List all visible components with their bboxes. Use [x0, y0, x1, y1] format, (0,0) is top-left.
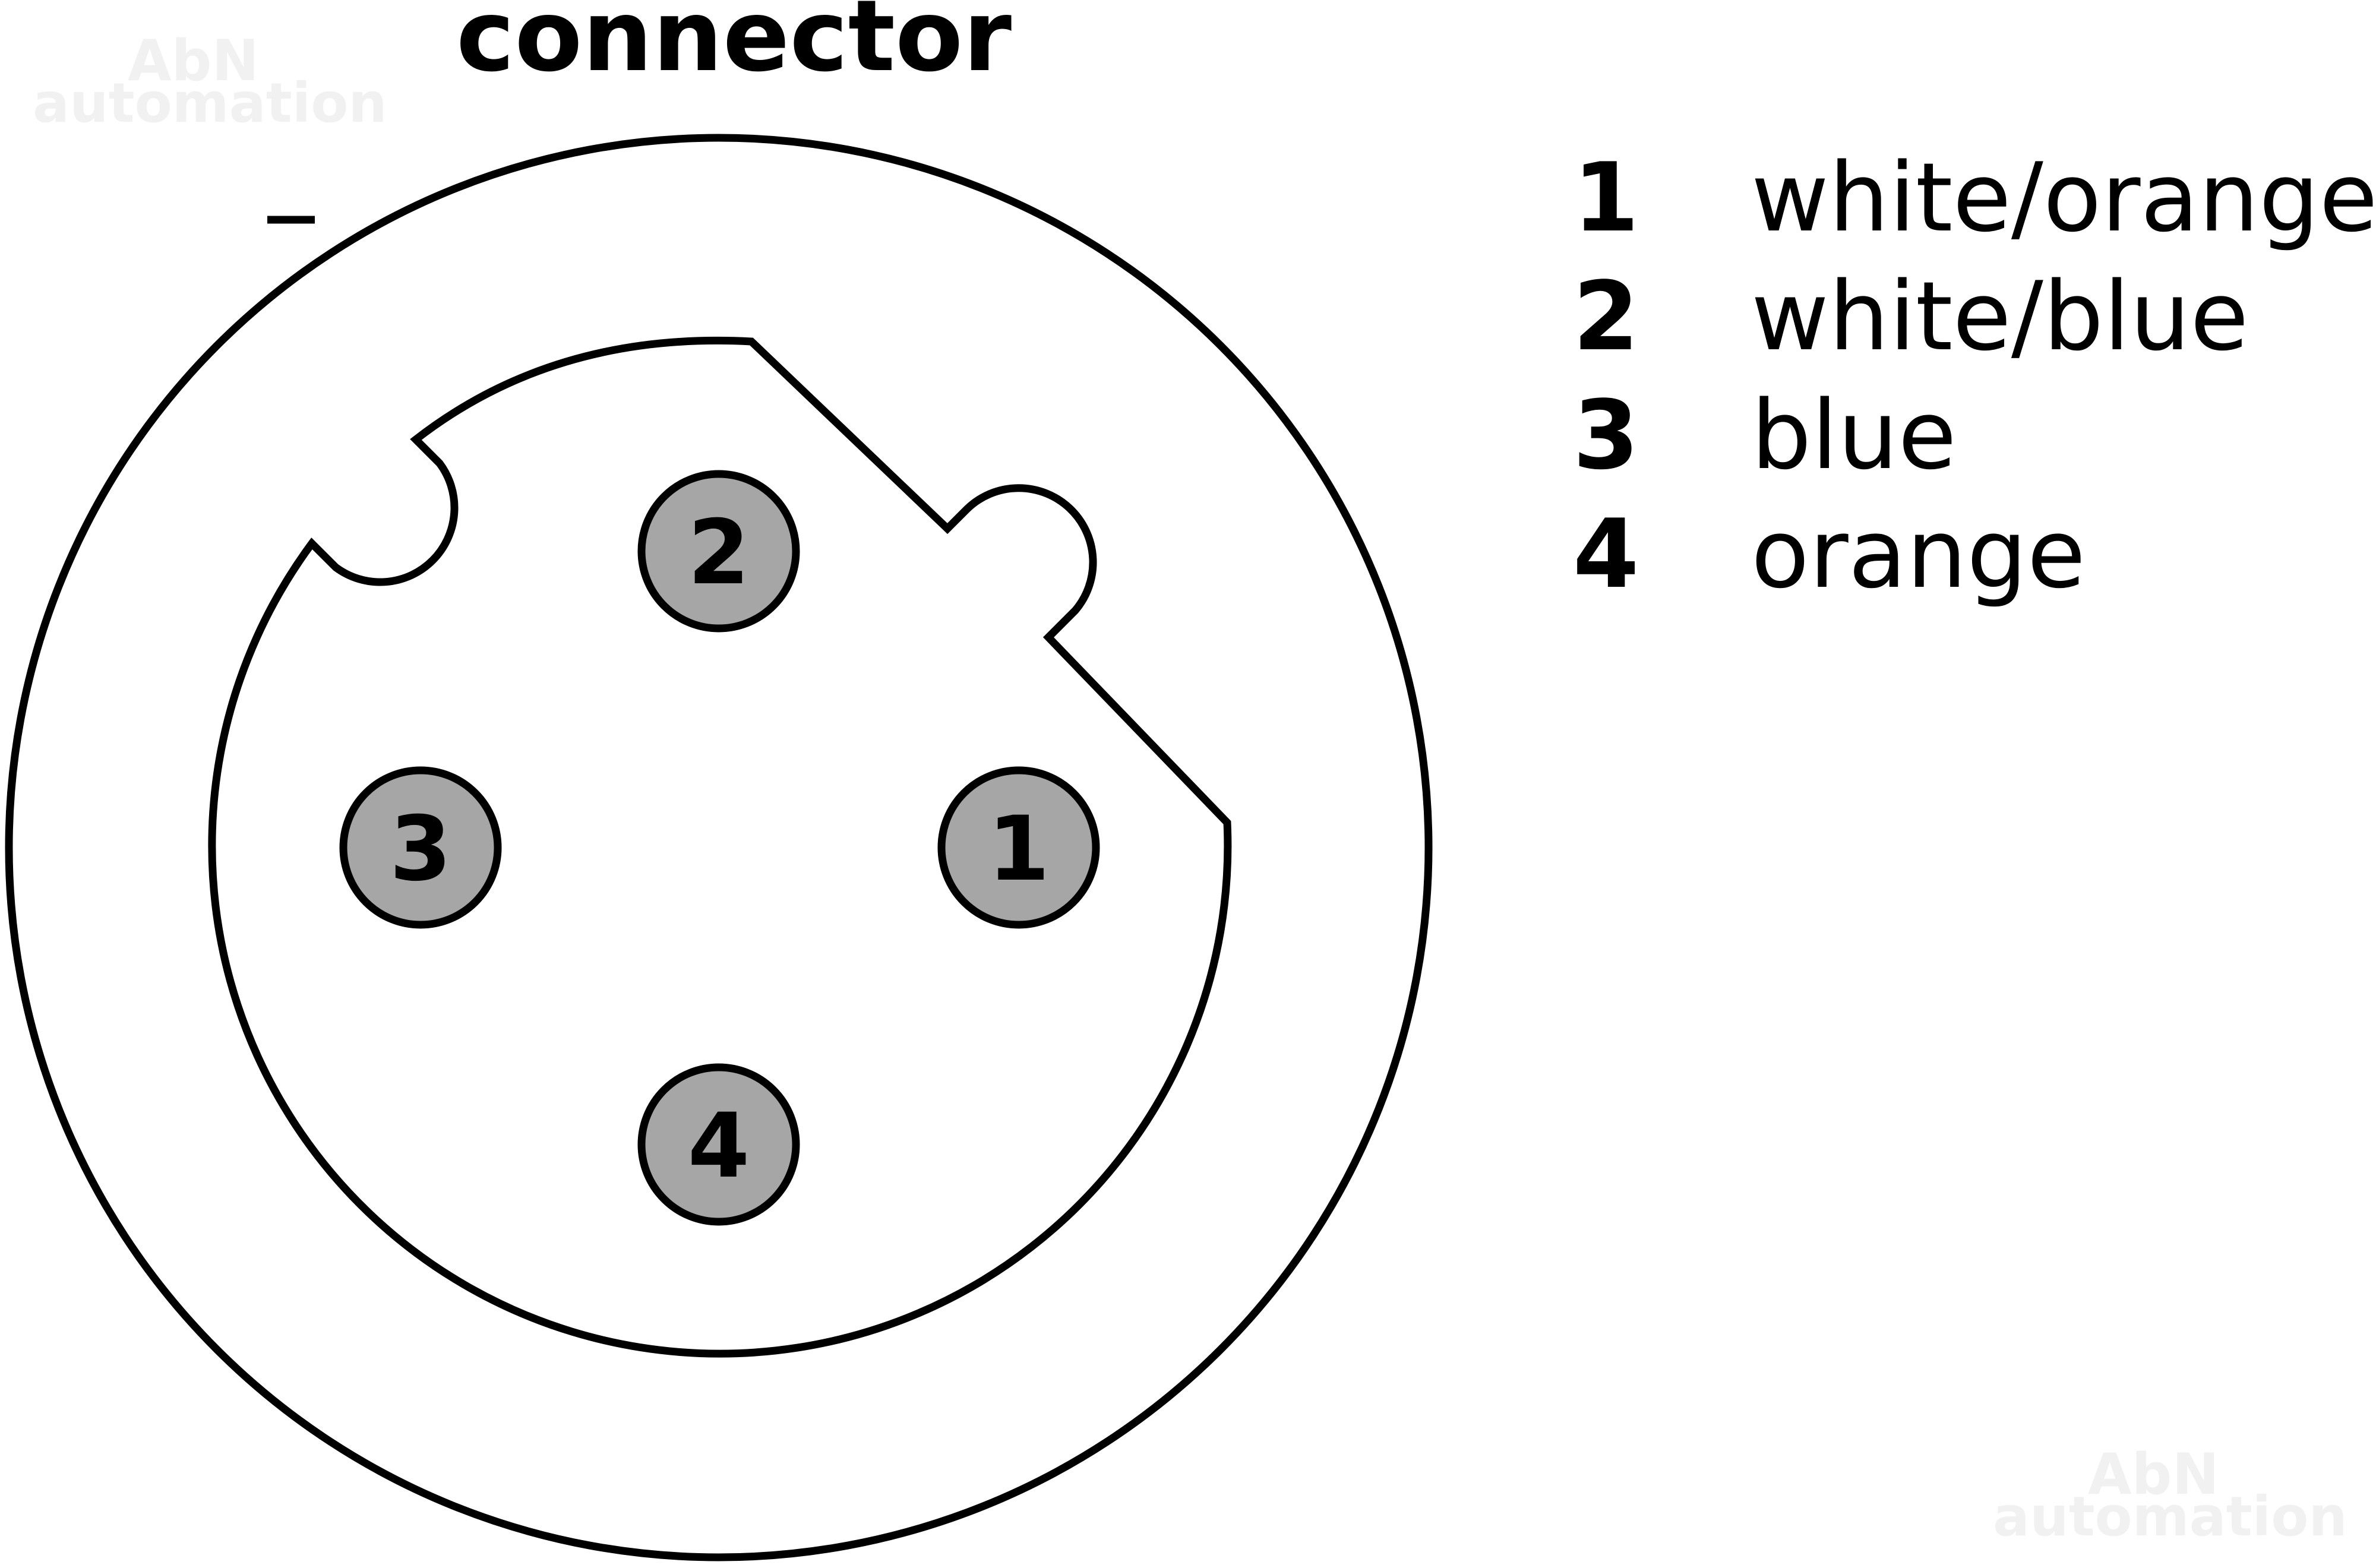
pin-4-circle	[637, 1063, 800, 1226]
pin-1-circle	[937, 766, 1100, 929]
pin-4: 4	[637, 1063, 800, 1226]
watermark-line1: AbN	[2088, 1442, 2219, 1507]
connector-inner-contour	[208, 216, 1232, 1358]
pin-3-label: 3	[390, 798, 451, 901]
wire-color-legend: 1 white/orange 2 white/blue 3 blue 4 ora…	[1573, 142, 2376, 609]
watermark-top-left: AbN automation	[33, 29, 387, 135]
pin-3-circle	[339, 766, 502, 929]
legend-row-1: 1 white/orange	[1573, 142, 2376, 253]
connector-outer-ring	[5, 134, 1433, 1561]
legend-row-4: 4 orange	[1573, 498, 2086, 609]
legend-number: 3	[1573, 380, 1639, 491]
legend-color-name: white/blue	[1751, 261, 2249, 372]
watermark-line2: automation	[33, 71, 387, 135]
legend-row-2: 2 white/blue	[1573, 261, 2249, 372]
pin-3: 3	[339, 766, 502, 929]
pin-2-circle	[637, 470, 800, 633]
pin-1-label: 1	[988, 798, 1050, 901]
legend-number: 2	[1573, 261, 1639, 372]
watermark-bottom-right: AbN automation	[1993, 1442, 2347, 1548]
legend-color-name: white/orange	[1751, 142, 2376, 253]
pin-1: 1	[937, 766, 1100, 929]
watermark-line2: automation	[1993, 1485, 2347, 1548]
pin-2-label: 2	[688, 501, 750, 605]
legend-row-3: 3 blue	[1573, 380, 1957, 491]
diagram-title: connector	[456, 0, 1012, 94]
legend-number: 1	[1573, 142, 1639, 253]
legend-color-name: blue	[1751, 380, 1957, 491]
legend-color-name: orange	[1751, 498, 2086, 609]
watermark-line1: AbN	[128, 29, 259, 94]
legend-number: 4	[1573, 498, 1639, 609]
pin-4-label: 4	[688, 1095, 750, 1198]
pin-2: 2	[637, 470, 800, 633]
